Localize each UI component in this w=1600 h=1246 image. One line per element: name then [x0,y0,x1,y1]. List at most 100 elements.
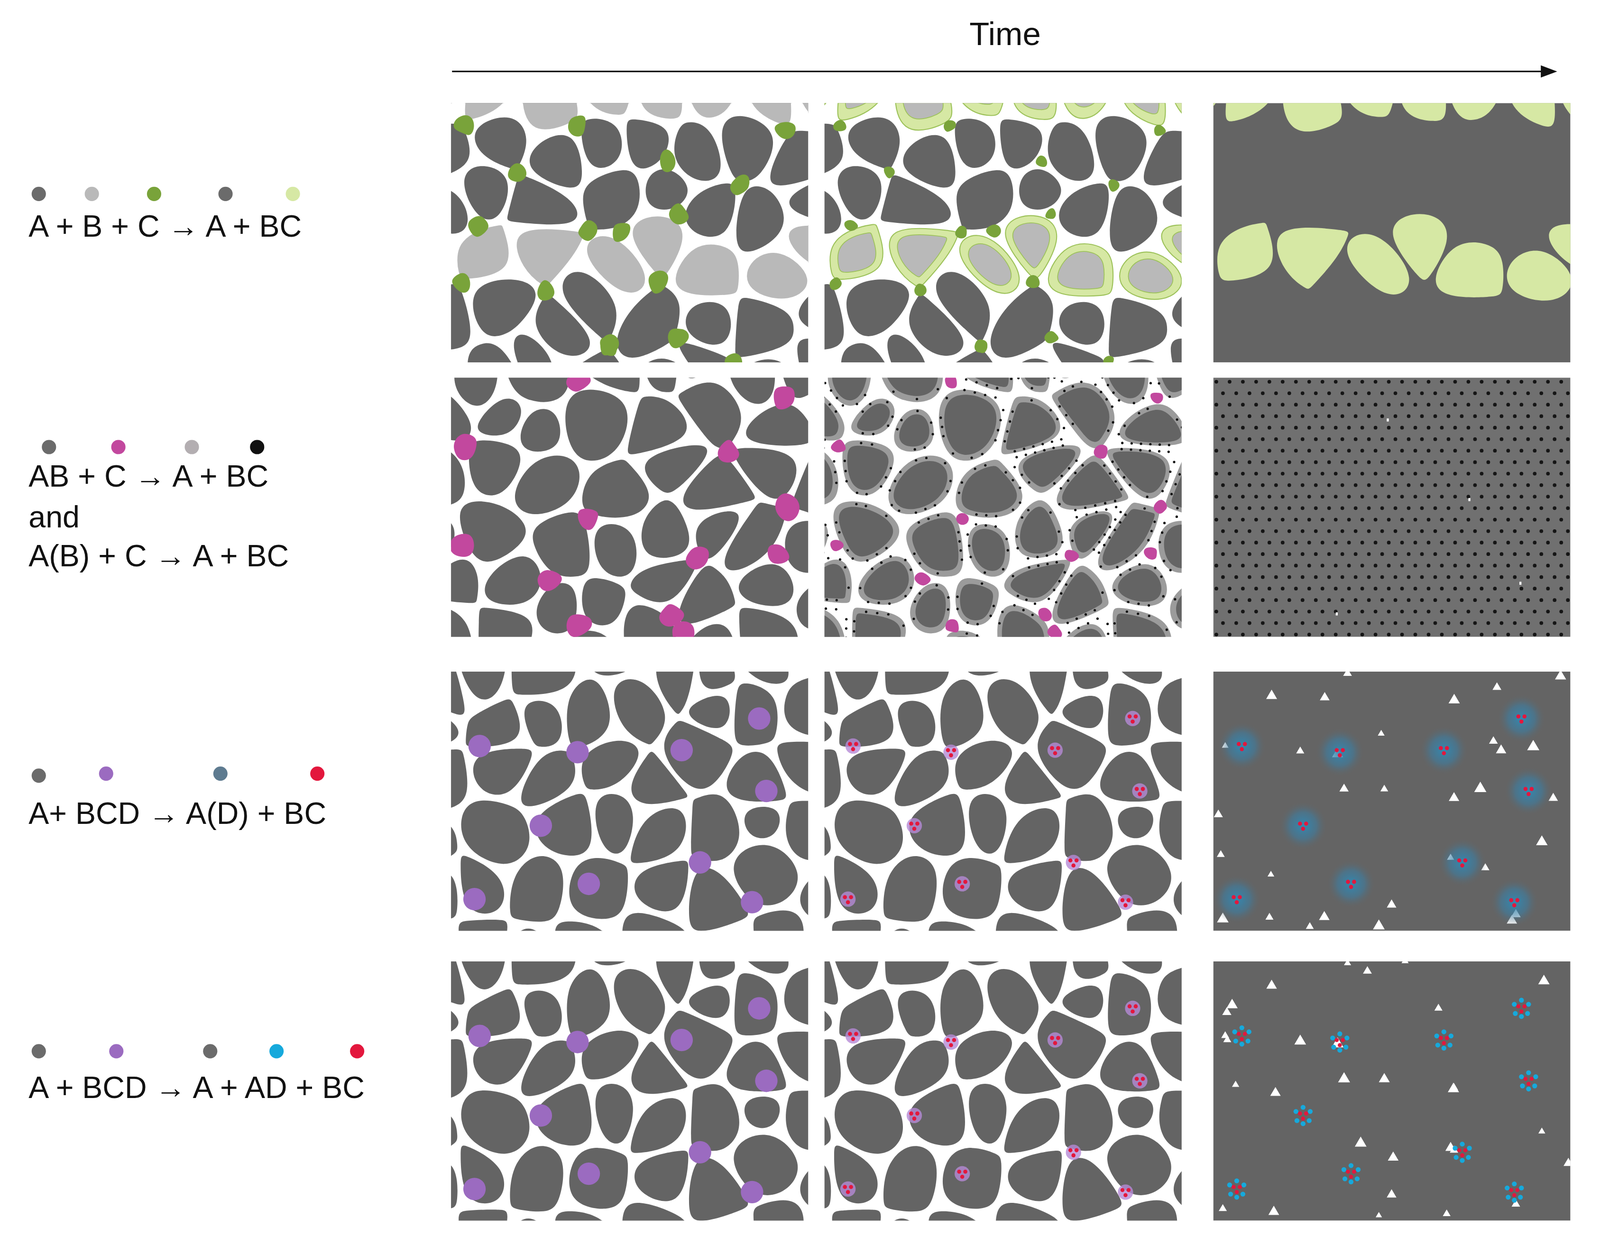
ad-particle [1306,1118,1312,1123]
lattice-dot [1512,391,1517,396]
grain [478,607,533,637]
ad-particle [1241,1182,1247,1187]
lattice-dot [1367,551,1371,556]
precipitate-dot [916,409,919,413]
grain [824,603,846,637]
precipitate-dot [887,613,890,616]
lattice-dot [1466,586,1471,591]
product-phase [1399,102,1446,121]
lattice-dot [1539,529,1544,534]
precipitate-dot [1065,583,1068,586]
lattice-dot [1307,425,1312,430]
lattice-dot [1512,621,1517,626]
lattice-dot [1473,505,1478,510]
grain-core [1106,377,1146,399]
grain [1169,569,1182,631]
phase-c-particle [537,280,555,301]
grain-core [847,445,889,490]
lattice-dot [1340,597,1345,602]
grain [1157,673,1182,737]
precipitate-dot [1026,557,1030,560]
precipitate-dot [1010,377,1013,380]
precipitate-dot [1148,449,1151,452]
grain [884,961,950,985]
precursor-particle [906,818,922,834]
lattice-dot [1446,391,1451,396]
product-particle [1519,719,1524,724]
lattice-dot [1480,448,1484,453]
lattice-dot [1221,621,1225,626]
lattice-dot [1565,437,1570,442]
product-particle [1137,791,1142,797]
precipitate-dot [841,404,845,407]
lattice-dot [1400,379,1405,384]
product-particle [1297,1111,1303,1116]
grain [967,524,1011,577]
product-particle [1301,1116,1306,1121]
lattice-dot [1440,402,1444,407]
lattice-dot [1526,529,1530,534]
lattice-dot [1440,586,1444,591]
precipitate-dot [861,432,865,435]
lattice-dot [1486,437,1491,442]
precursor-particle [566,740,589,764]
precipitate-dot [1095,510,1098,514]
lattice-dot [1347,632,1352,637]
precipitate-dot [1084,506,1087,509]
lattice-dot [1373,540,1378,545]
grain [837,165,882,220]
lattice-dot [1559,379,1564,384]
triple-junction-pore [1401,961,1409,964]
product-particle [915,1111,920,1116]
precipitate-dot [1165,628,1168,631]
precipitate-dot [1033,602,1037,605]
precursor-particle [670,1028,693,1051]
lattice-dot [1519,632,1524,637]
triple-junction-pore [1434,1003,1443,1011]
grain [1173,1149,1182,1221]
grain [627,396,687,455]
triple-junction-pore [1265,912,1274,920]
ad-particle [1466,1145,1472,1151]
phase-c-particle [1108,179,1120,192]
product-particle [1519,1009,1524,1014]
species-dot [213,766,228,781]
ad-particle [1532,1083,1537,1088]
lattice-dot [1552,437,1557,442]
precipitate-dot [994,395,997,399]
reaction-equation: A+ BCD → A(D) + BC [28,794,327,832]
lattice-dot [1420,621,1425,626]
lattice-dot [1486,575,1491,580]
precursor-particle [1131,783,1148,799]
lattice-dot [1473,575,1478,580]
triple-junction-pore [1216,850,1225,857]
precipitate-dot [855,402,859,405]
grain [1037,1010,1106,1079]
phase-c-particle [685,546,709,570]
lattice-dot [1241,540,1245,545]
grain [468,440,521,496]
grain [595,793,634,854]
lattice-dot [1327,391,1332,396]
grain [897,990,936,1037]
product-particle [1068,858,1073,863]
lattice-dot [1440,494,1444,499]
lattice-dot [1294,494,1298,499]
grain [834,855,878,914]
precipitate-dot [1125,560,1128,563]
lattice-dot [1473,621,1478,626]
lattice-dot [1552,391,1557,396]
lattice-dot [1294,402,1298,407]
lattice-dot [1512,505,1517,510]
precursor-particle [954,1165,970,1181]
precipitate-dot [1147,604,1150,607]
lattice-dot [1446,437,1451,442]
lattice-dot [1519,586,1524,591]
lattice-dot [1499,597,1504,602]
lattice-dot [1552,597,1557,602]
grain [520,408,561,452]
lattice-dot [1565,551,1570,556]
grain [1001,396,1061,455]
lattice-dot [1506,609,1510,614]
ad-particle [1465,1154,1471,1160]
